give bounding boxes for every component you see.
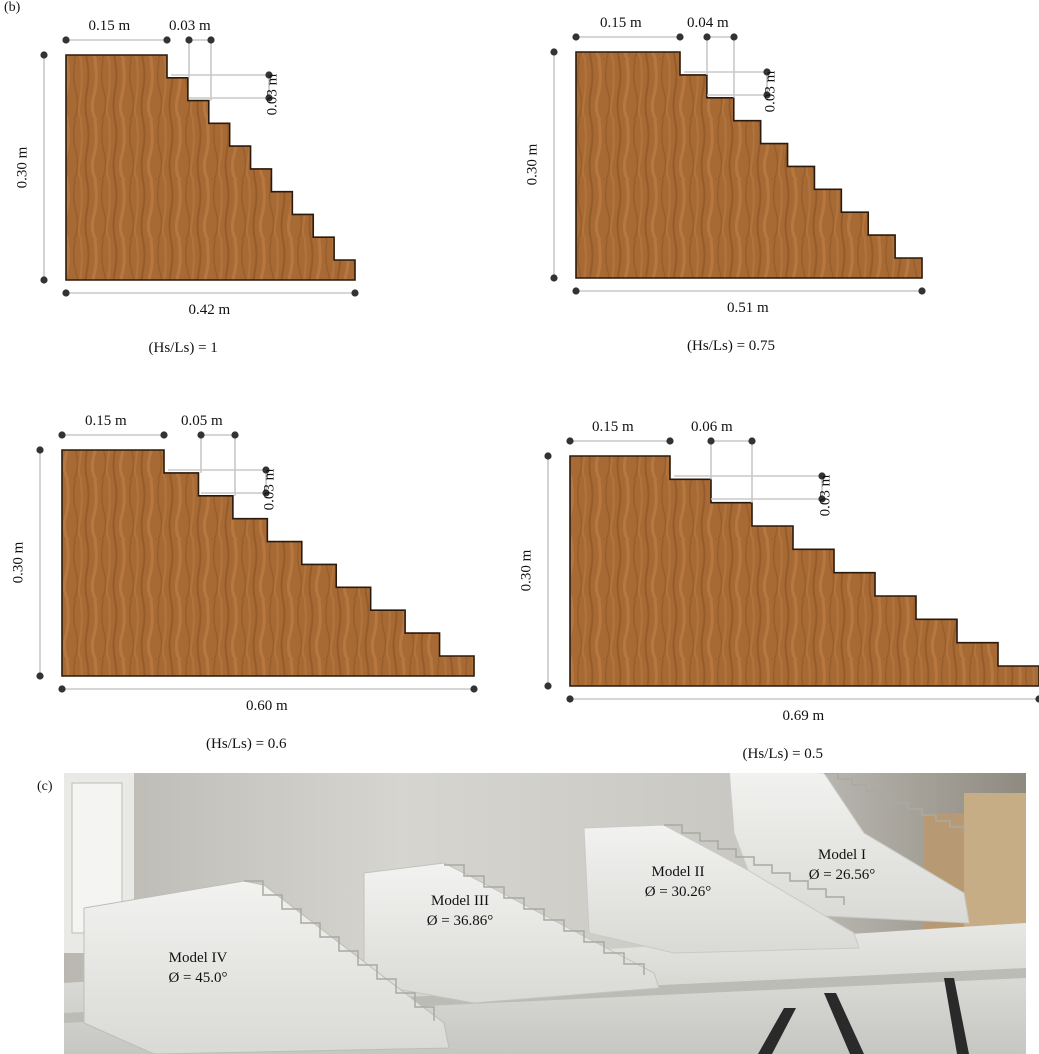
tread-label: 0.06 m <box>691 419 733 435</box>
top-width-label: 0.15 m <box>592 419 634 435</box>
dim-dot <box>262 466 270 474</box>
dim-dot <box>818 472 826 480</box>
dim-dot <box>265 71 273 79</box>
dim-dot <box>763 68 771 76</box>
model-i-steps <box>824 773 965 833</box>
base-length-label: 0.51 m <box>727 300 769 316</box>
ratio-label: (Hs/Ls) = 0.75 <box>687 338 776 354</box>
model-iv-steps <box>244 880 435 1021</box>
base-length-label: 0.69 m <box>782 708 825 724</box>
model-i-name: Model I <box>818 847 866 863</box>
dim-dot <box>36 446 44 454</box>
dim-dot <box>197 431 205 439</box>
dim-dot <box>566 437 574 445</box>
stair-model-2-shape <box>575 51 923 279</box>
dim-dot <box>231 431 239 439</box>
dim-dot <box>58 431 66 439</box>
dim-dot <box>160 431 168 439</box>
dim-dot <box>544 682 552 690</box>
tread-label: 0.04 m <box>687 15 729 31</box>
dim-dot <box>918 287 926 295</box>
dim-dot <box>62 289 70 297</box>
model-ii-steps <box>664 824 845 905</box>
dim-dot <box>40 276 48 284</box>
top-width-label: 0.15 m <box>600 15 642 31</box>
dim-dot <box>703 33 711 41</box>
dim-dot <box>707 437 715 445</box>
dim-dot <box>730 33 738 41</box>
top-width-label: 0.15 m <box>85 413 127 429</box>
model-i-label: Model I Ø = 26.56° <box>782 845 902 886</box>
model-iii-steps <box>444 864 645 975</box>
stair-diagrams <box>36 33 1039 703</box>
stair-model-3-shape <box>61 449 475 677</box>
base-length-label: 0.42 m <box>188 302 231 318</box>
dim-dot <box>36 672 44 680</box>
dim-dot <box>58 685 66 693</box>
model-ii-name: Model II <box>651 864 705 880</box>
dim-dot <box>748 437 756 445</box>
panel-b-label: (b) <box>4 0 21 15</box>
dim-dot <box>207 36 215 44</box>
model-iv-angle: Ø = 45.0° <box>168 970 228 987</box>
model-iv-label: Model IV Ø = 45.0° <box>138 948 258 989</box>
stair-model-1-shape <box>65 54 356 281</box>
tread-label: 0.05 m <box>181 413 223 429</box>
panel-c-label: (c) <box>37 779 53 794</box>
tread-label: 0.03 m <box>169 18 211 34</box>
model-iv-name: Model IV <box>168 950 228 966</box>
dim-dot <box>265 94 273 102</box>
dim-dot <box>676 33 684 41</box>
model-iii-angle: Ø = 36.86° <box>426 913 494 930</box>
model-ii-angle: Ø = 30.26° <box>644 884 712 901</box>
model-iii-name: Model III <box>431 893 489 909</box>
riser-label: 0.03 m <box>817 474 834 517</box>
dim-dot <box>550 48 558 56</box>
ratio-label: (Hs/Ls) = 0.5 <box>742 746 824 762</box>
top-width-label: 0.15 m <box>88 18 131 34</box>
stair-model-4-shape <box>569 455 1039 687</box>
riser-label: 0.03 m <box>264 73 281 116</box>
dim-dot <box>566 695 574 703</box>
dim-dot <box>351 289 359 297</box>
dim-dot <box>62 36 70 44</box>
dim-dot <box>666 437 674 445</box>
dim-dot <box>572 287 580 295</box>
stair-models-photo: Model IV Ø = 45.0° Model III Ø = 36.86° … <box>64 773 1026 1054</box>
dim-dot <box>1035 695 1039 703</box>
dim-dot <box>572 33 580 41</box>
dim-dot <box>262 489 270 497</box>
dim-dot <box>470 685 478 693</box>
dim-dot <box>185 36 193 44</box>
height-label: 0.30 m <box>518 549 535 592</box>
dim-dot <box>544 452 552 460</box>
dim-dot <box>40 51 48 59</box>
photo-scene <box>64 773 1026 1054</box>
riser-label: 0.03 m <box>261 468 278 511</box>
height-label: 0.30 m <box>524 143 541 186</box>
dim-dot <box>763 91 771 99</box>
dim-dot <box>163 36 171 44</box>
base-length-label: 0.60 m <box>246 698 288 714</box>
ratio-label: (Hs/Ls) = 1 <box>148 340 218 356</box>
model-iii-label: Model III Ø = 36.86° <box>400 891 520 932</box>
dim-dot <box>818 495 826 503</box>
height-label: 0.30 m <box>14 146 31 188</box>
riser-label: 0.03 m <box>762 70 779 113</box>
dim-dot <box>550 274 558 282</box>
height-label: 0.30 m <box>10 541 27 584</box>
ratio-label: (Hs/Ls) = 0.6 <box>206 736 287 752</box>
model-i-angle: Ø = 26.56° <box>808 867 876 884</box>
model-ii-label: Model II Ø = 30.26° <box>618 862 738 903</box>
